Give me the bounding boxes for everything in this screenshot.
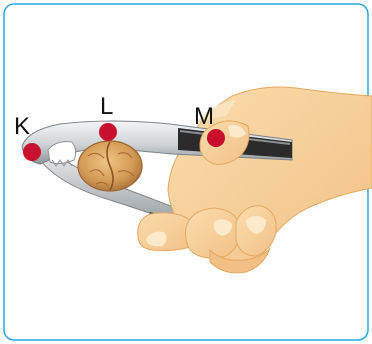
label-l: L (100, 93, 113, 120)
point-k-marker (23, 143, 41, 161)
label-m: M (194, 103, 214, 130)
point-l: L (99, 93, 117, 141)
walnut (77, 140, 143, 192)
point-l-marker (99, 123, 117, 141)
point-k: K (14, 113, 41, 161)
label-k: K (14, 113, 30, 140)
point-m-marker (207, 129, 225, 147)
point-m: M (194, 103, 225, 147)
fingers (137, 205, 277, 274)
